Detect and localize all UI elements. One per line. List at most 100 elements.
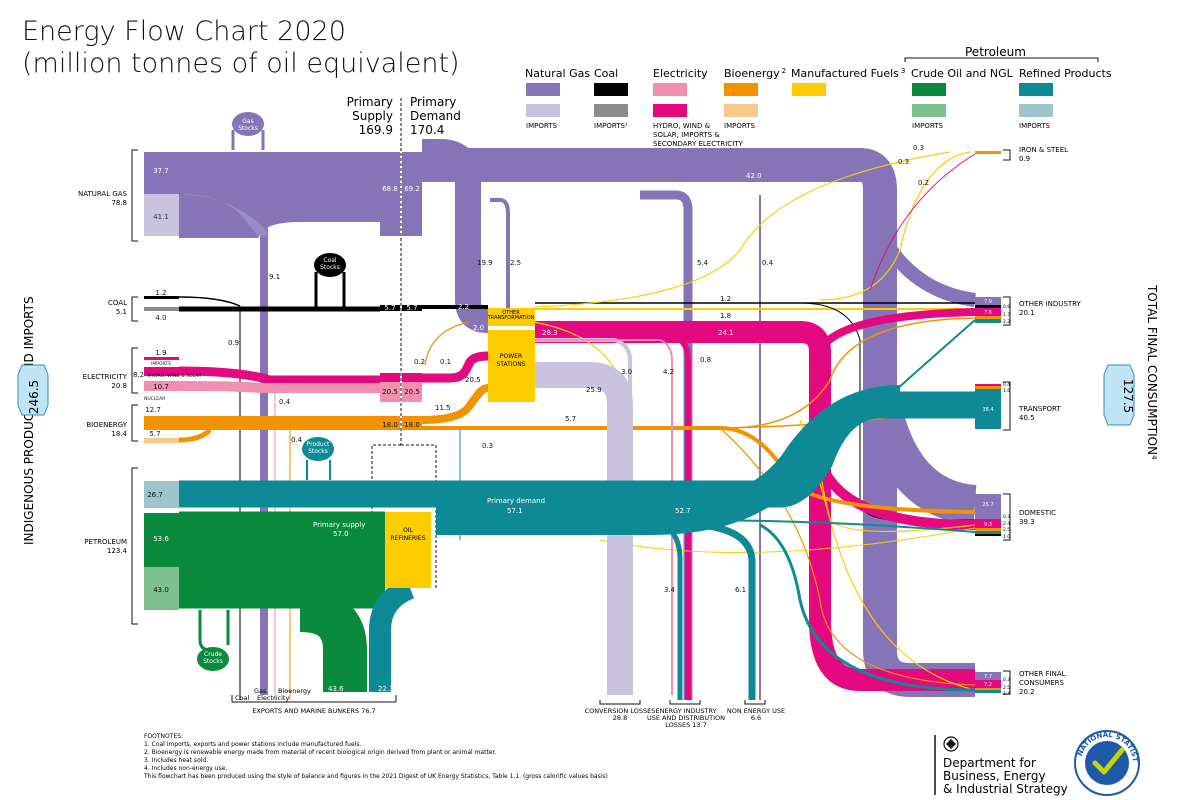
lbl-power-out: 28.3: [542, 329, 558, 337]
elec-imports-bar: [144, 367, 179, 376]
lbl-gas-nonenergy: 0.4: [762, 259, 774, 267]
footnote-2: 2. Bioenergy is renewable energy made fr…: [144, 749, 496, 756]
sink-domestic-elec: 9.3: [984, 522, 992, 528]
sink-otherfinal-gas: 7.7: [984, 674, 992, 680]
left-axis-label: INDIGENOUS PRODUCTION AND IMPORTS: [22, 296, 36, 545]
flow-elec-to-power: [422, 351, 489, 383]
sink-otherfinal-name1: OTHER FINAL: [1019, 670, 1066, 678]
sink-domestic-v1: 0.3: [1003, 514, 1010, 520]
lbl-iron-c: 0.2: [918, 179, 929, 187]
bottom-conv-losses-val: 28.8: [613, 714, 627, 722]
bottom-energy-ind-2: USE AND DISTRIBUTION: [647, 714, 725, 722]
bottom-nonenergy: NON ENERGY USE: [727, 707, 785, 715]
primary-supply-label: Primary: [347, 95, 393, 109]
legend-bio-imp-swatch: [724, 104, 758, 117]
sink-domestic-gas: 25.7: [982, 502, 993, 508]
node-oil-refineries: [385, 512, 431, 588]
elec-nuclear-bar: [144, 381, 179, 391]
src-gas-name: NATURAL GAS: [78, 190, 128, 198]
lbl-power-losses: 25.9: [586, 386, 602, 394]
lbl-transf-out: 2.0: [473, 324, 484, 332]
sink-otherfinal-total: 20.2: [1019, 688, 1035, 696]
lbl-bio-small: 0.3: [482, 442, 493, 450]
elec-hydro-bar: [144, 357, 179, 360]
lbl-manuf-final: 1.8: [720, 312, 731, 320]
footnote-1: 1. Coal imports, exports and power stati…: [144, 741, 361, 748]
bio-imports-bar: [144, 438, 179, 443]
footnote-head: FOOTNOTES:: [144, 733, 183, 740]
title-line2: (million tonnes of oil equivalent): [22, 48, 460, 79]
sink-otherind-v3: 2.2: [1003, 319, 1010, 325]
lbl-gas-to-power: 19.9: [477, 259, 493, 267]
coal-demand-bar: [402, 305, 422, 311]
legend-coal-imp-swatch: [594, 104, 628, 117]
sink-transport-v2: 1.6: [1003, 388, 1010, 394]
flow-gas-energy-ind: [640, 190, 693, 700]
lbl-pet-refined: 26.7: [147, 491, 163, 499]
src-elec-total: 20.8: [111, 382, 127, 390]
sink-otherfinal-v2: 2.5: [1003, 685, 1010, 691]
lbl-bio-final: 5.7: [565, 415, 576, 423]
lbl-primary-supply-val: 57.0: [333, 530, 349, 538]
legend-electricity: Electricity: [653, 67, 708, 80]
crest-icon: [943, 736, 959, 752]
flow-power-out: [535, 321, 975, 691]
lbl-elec-nuclear-tag: NUCLEAR: [144, 396, 165, 402]
beis-logo: Department for Business, Energy & Indust…: [934, 735, 1068, 796]
bio-demand-bar: [402, 416, 422, 430]
sink-otherind-elec: 7.6: [984, 310, 992, 316]
sink-otherind-v2: 1.7: [1003, 312, 1010, 318]
legend: Natural Gas IMPORTS Coal IMPORTS¹ Electr…: [525, 45, 1112, 148]
node-power-stations: [488, 330, 535, 402]
lbl-primary-supply: Primary supply: [313, 521, 365, 529]
sink-domestic-v2: 2.4: [1003, 521, 1010, 527]
lbl-elec-hydro-tag: HYDRO, WIND & SOLAR: [148, 373, 201, 379]
sink-iron-total: 0.9: [1019, 155, 1030, 163]
node-other-transformation: [488, 308, 535, 326]
lbl-coal-imports: 4.0: [155, 314, 166, 322]
pet-crude-imports-bar: [144, 567, 179, 610]
src-gas-total: 78.8: [111, 199, 127, 207]
lbl-elec-export: 0.4: [279, 398, 291, 406]
primary-supply-value: 169.9: [359, 123, 393, 137]
lbl-gas-energy-ind: 5.4: [697, 259, 709, 267]
sink-domestic-v4: 1.0: [1003, 534, 1010, 540]
dept-line2: Business, Energy: [943, 769, 1046, 783]
coal-imports-bar: [144, 307, 179, 311]
gas-imports-bar: [144, 194, 179, 236]
left-total-badge: [17, 364, 49, 416]
dept-line3: & Industrial Strategy: [943, 782, 1068, 796]
primary-demand-value: 170.4: [410, 123, 444, 137]
bottom-bio: Bioenergy: [278, 687, 311, 695]
legend-bio-swatch: [724, 83, 758, 96]
lbl-coal-demand: 5.7: [406, 304, 417, 312]
legend-crude: Crude Oil and NGL: [911, 67, 1014, 80]
lbl-elec-small2: 0.1: [440, 358, 451, 366]
coal-supply-bar: [380, 305, 400, 311]
sink-domestic-name: DOMESTIC: [1019, 509, 1056, 517]
legend-crude-imports: IMPORTS: [912, 122, 943, 130]
primary-labels: Primary Supply 169.9 Primary Demand 170.…: [347, 95, 461, 137]
elec-demand-bar: [402, 382, 422, 402]
lbl-gas-supply: 68.8: [382, 185, 398, 193]
legend-hydro-1: HYDRO, WIND &: [653, 122, 711, 130]
footnotes: FOOTNOTES: 1. Coal imports, exports and …: [143, 733, 608, 780]
lbl-refined-nonenergy: 6.1: [735, 586, 746, 594]
legend-gas-swatch: [526, 83, 560, 96]
sink-otherfinal-elec: 7.2: [984, 682, 992, 688]
legend-crude-imp-swatch: [912, 104, 946, 117]
flows: [144, 139, 978, 700]
sink-otherind-gas: 7.9: [984, 299, 992, 305]
lbl-elec-imports: 8.2: [133, 371, 144, 379]
sink-transport-v1: 0.4: [1003, 382, 1010, 388]
right-total-value: 127.5: [1121, 379, 1135, 413]
lbl-bio-supply: 18.0: [382, 421, 398, 429]
legend-refined-swatch: [1019, 83, 1053, 96]
lbl-energy-ind-a: 4.2: [663, 368, 674, 376]
